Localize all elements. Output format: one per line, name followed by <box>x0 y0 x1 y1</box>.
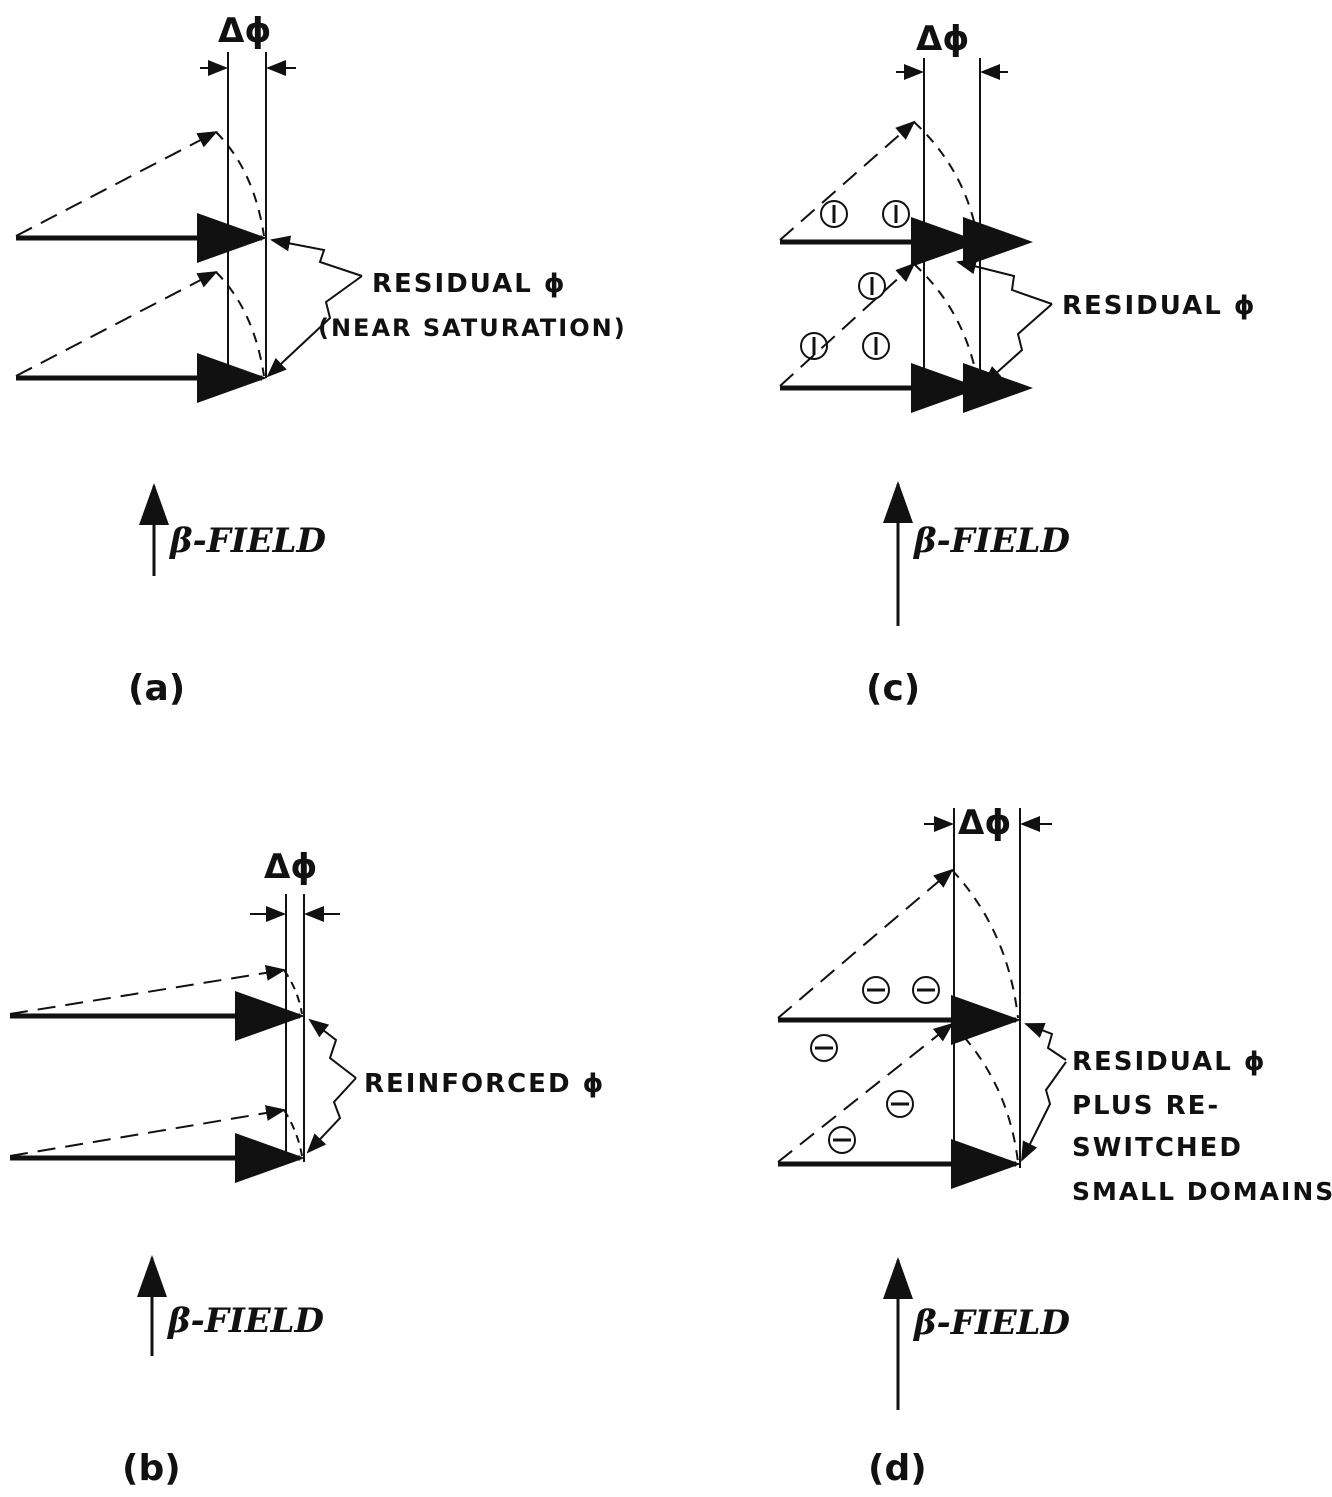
panel-d: Δϕ RESIDUAL ϕ PLUS RE- SWITCHED SMALL DO… <box>777 803 1332 1489</box>
callout-leader-upper <box>270 235 363 277</box>
reinforced-flux-label: REINFORCED ϕ <box>364 1069 605 1099</box>
domain-circle <box>800 332 828 360</box>
beta-field-label: β-FIELD <box>168 521 327 561</box>
annotation-line-1: RESIDUAL ϕ <box>1072 1047 1267 1077</box>
domain-circle <box>912 976 940 1004</box>
panel-a: Δϕ RESIDUAL ϕ (NEAR SATURATION) β-FIELD … <box>15 11 627 709</box>
switched-flux-arrow-lower <box>779 262 916 387</box>
delta-phi-label: Δϕ <box>218 11 271 51</box>
near-saturation-label: (NEAR SATURATION) <box>318 314 627 342</box>
switched-flux-arrow-lower <box>777 1022 954 1163</box>
domain-circle <box>882 200 910 228</box>
rotation-arc-lower <box>951 1023 1019 1163</box>
residual-flux-label: RESIDUAL ϕ <box>372 269 567 299</box>
callout-leader-lower <box>266 275 363 378</box>
callout-leader-lower <box>982 303 1053 386</box>
domain-circle <box>862 332 890 360</box>
callout-leader-lower <box>1021 1061 1067 1162</box>
domain-circle <box>886 1090 914 1118</box>
rotation-arc-upper <box>951 869 1019 1019</box>
domain-circle <box>828 1126 856 1154</box>
domain-circle <box>862 976 890 1004</box>
panel-caption: (d) <box>868 1448 927 1489</box>
residual-flux-label: RESIDUAL ϕ <box>1062 291 1257 321</box>
domain-circle <box>858 272 886 300</box>
delta-phi-label: Δϕ <box>916 19 969 59</box>
beta-field-label: β-FIELD <box>166 1301 325 1341</box>
switched-flux-arrow-upper <box>777 868 954 1019</box>
switched-flux-arrow-lower <box>15 271 218 377</box>
panel-c: Δϕ RESIDUAL ϕ β-FIELD (c) <box>779 19 1257 709</box>
switched-flux-arrow-upper <box>9 964 286 1015</box>
rotation-arc-lower <box>215 271 265 377</box>
beta-field-label: β-FIELD <box>912 1303 1071 1343</box>
callout-leader-upper <box>1024 1022 1067 1061</box>
delta-phi-label: Δϕ <box>264 847 317 887</box>
beta-field-label: β-FIELD <box>912 521 1071 561</box>
callout-leader-upper <box>308 1018 357 1079</box>
panel-caption: (c) <box>866 668 920 709</box>
domain-circles <box>800 200 910 360</box>
domain-circles <box>810 976 940 1154</box>
annotation-line-4: SMALL DOMAINS. <box>1072 1177 1332 1206</box>
rotation-arc-upper <box>215 131 265 237</box>
callout-leader-lower <box>306 1077 357 1154</box>
annotation-line-3: SWITCHED <box>1072 1133 1243 1163</box>
domain-circle <box>810 1034 838 1062</box>
callout-leader-upper <box>956 258 1053 305</box>
switched-flux-arrow-upper <box>779 120 916 241</box>
annotation-line-2: PLUS RE- <box>1072 1091 1220 1121</box>
delta-phi-label: Δϕ <box>958 803 1011 843</box>
panel-caption: (a) <box>128 668 185 709</box>
panel-b: Δϕ REINFORCED ϕ β-FIELD (b) <box>9 847 605 1489</box>
panel-caption: (b) <box>122 1448 181 1489</box>
domain-circle <box>820 200 848 228</box>
switched-flux-arrow-lower <box>9 1105 286 1157</box>
switched-flux-arrow-upper <box>15 131 218 237</box>
